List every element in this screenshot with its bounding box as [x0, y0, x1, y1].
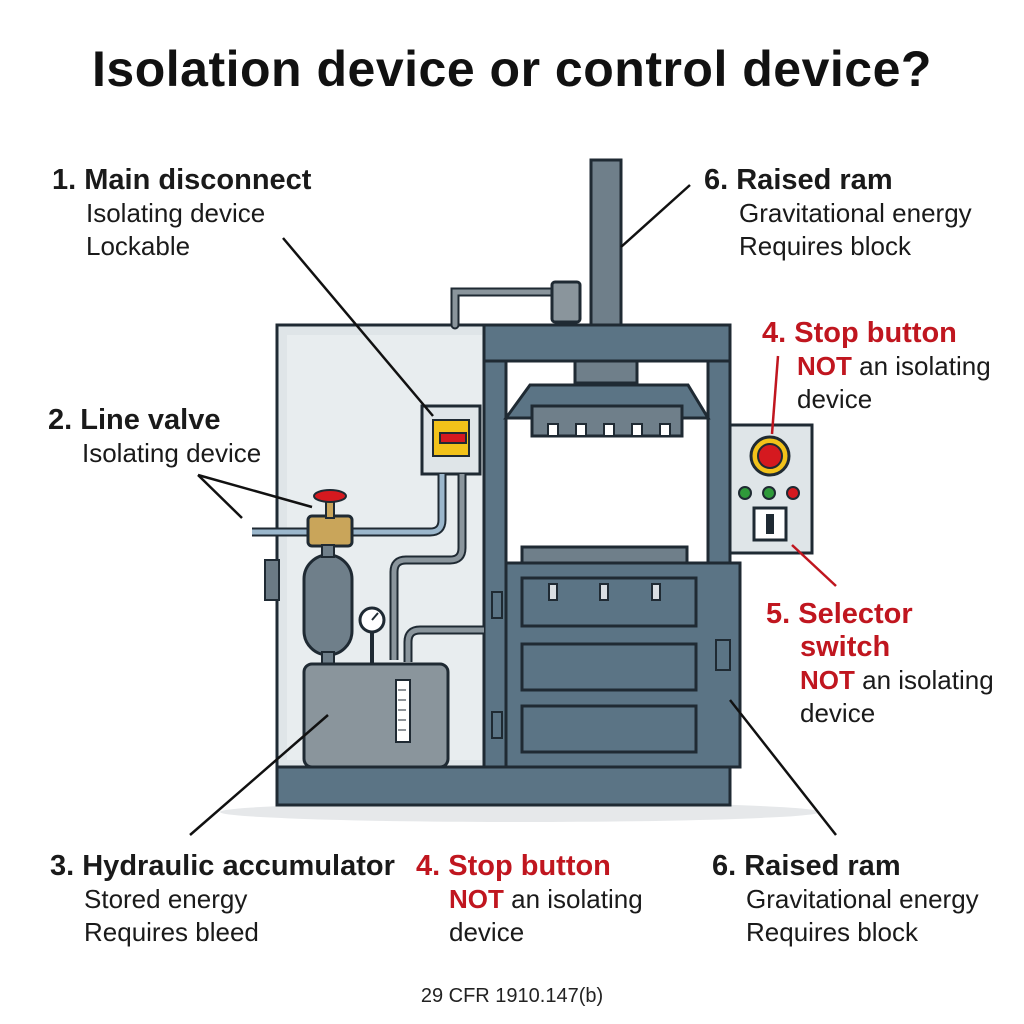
label-raised-ram-top: 6. Raised ram Gravitational energy Requi… [704, 164, 972, 263]
leader-raised-ram-bottom [729, 699, 837, 836]
floor-shadow [220, 802, 820, 822]
stop-button [757, 443, 783, 469]
hydraulic-accumulator [302, 553, 354, 657]
label-accumulator-line1: Stored energy [84, 884, 248, 914]
label-raised-ram-top-line1: Gravitational energy [739, 198, 972, 228]
label-stop-button-bottom-line2: device [449, 917, 525, 947]
label-raised-ram-bottom-line2: Requires block [746, 917, 918, 947]
label-raised-ram-top-line2: Requires block [739, 231, 911, 261]
indicator-light-green-1 [738, 486, 752, 500]
label-selector-switch-title2: switch [800, 631, 891, 663]
machine-base [275, 763, 732, 807]
label-stop-button-bottom-title: 4. Stop button [416, 850, 611, 882]
leader-selector-switch [791, 544, 837, 587]
label-accumulator: 3. Hydraulic accumulator Stored energy R… [50, 850, 395, 949]
valve-handle [313, 489, 347, 503]
frame-top-beam [482, 323, 732, 363]
label-raised-ram-bottom: 6. Raised ram Gravitational energy Requi… [712, 850, 979, 949]
label-main-disconnect-line1: Isolating device [86, 198, 266, 228]
disconnect-handle [439, 432, 467, 444]
label-line-valve-line1: Isolating device [82, 438, 262, 468]
line-valve [306, 514, 354, 548]
label-raised-ram-bottom-line1: Gravitational energy [746, 884, 979, 914]
frame-left-post [482, 323, 508, 769]
label-stop-button-right-line2: device [797, 384, 873, 414]
leader-line-valve-b [197, 473, 313, 509]
selector-switch [752, 506, 788, 542]
label-selector-switch-rest: an isolating [854, 665, 994, 695]
leader-accumulator [189, 714, 329, 836]
label-main-disconnect-title: 1. Main disconnect [52, 164, 312, 196]
label-stop-button-right-rest: an isolating [851, 351, 991, 381]
label-raised-ram-bottom-title: 6. Raised ram [712, 850, 901, 882]
label-main-disconnect-line2: Lockable [86, 231, 191, 261]
leader-main-disconnect [282, 237, 434, 417]
leader-raised-ram-top [620, 184, 691, 248]
cabinet-hinge [264, 559, 280, 601]
cylinder-fitting [550, 280, 582, 324]
level-gauge [395, 679, 411, 743]
label-selector-switch-not: NOT [800, 665, 855, 695]
label-stop-button-bottom-not: NOT [449, 884, 504, 914]
page-title: Isolation device or control device? [92, 41, 932, 97]
label-stop-button-right: 4. Stop button NOT an isolating device [762, 317, 991, 416]
label-stop-button-right-title: 4. Stop button [762, 317, 957, 349]
leader-line-valve-a [197, 474, 243, 519]
ram-rod [589, 158, 623, 330]
label-raised-ram-top-title: 6. Raised ram [704, 164, 893, 196]
label-line-valve: 2. Line valve Isolating device [48, 404, 261, 470]
indicator-light-red [786, 486, 800, 500]
label-stop-button-bottom-rest: an isolating [503, 884, 643, 914]
label-selector-switch-title1: 5. Selector [766, 598, 913, 630]
label-selector-switch-line2: device [800, 698, 876, 728]
label-selector-switch: 5. Selector switch NOT an isolating devi… [766, 598, 994, 730]
label-accumulator-line2: Requires bleed [84, 917, 259, 947]
leader-stop-button [770, 355, 780, 435]
indicator-light-green-2 [762, 486, 776, 500]
regulation-footer: 29 CFR 1910.147(b) [420, 985, 604, 1007]
label-stop-button-bottom: 4. Stop button NOT an isolating device [416, 850, 643, 949]
label-accumulator-title: 3. Hydraulic accumulator [50, 850, 395, 882]
label-main-disconnect: 1. Main disconnect Isolating device Lock… [52, 164, 311, 263]
label-stop-button-right-not: NOT [797, 351, 852, 381]
hydraulic-tank [302, 662, 450, 769]
label-line-valve-title: 2. Line valve [48, 404, 221, 436]
